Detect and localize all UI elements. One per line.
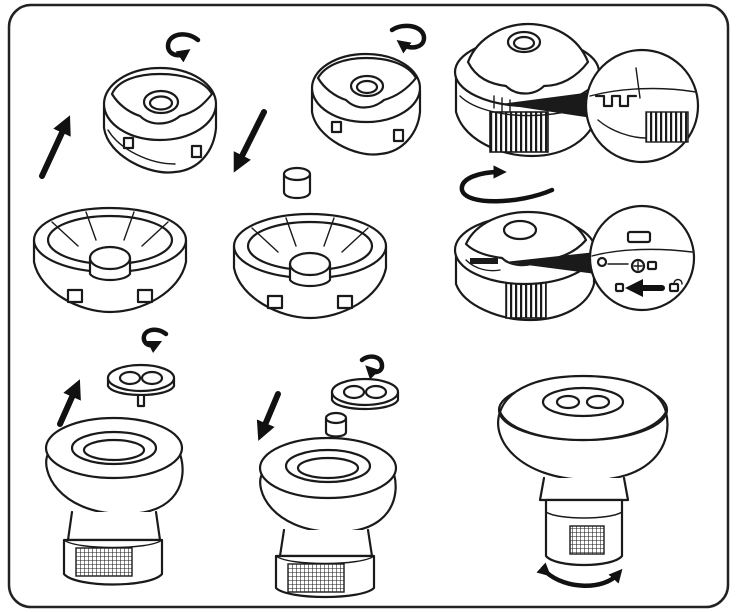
chlorine-tablet	[282, 166, 312, 200]
rotate-cw-icon	[459, 165, 555, 204]
zoom-callout-wedge	[504, 252, 596, 274]
frame-border	[7, 3, 730, 609]
floating-dispenser	[497, 374, 669, 567]
zoom-detail-lock	[584, 48, 700, 164]
arrow-down-icon	[256, 391, 281, 441]
lock-step	[453, 22, 700, 322]
rotate-cw-icon	[359, 354, 385, 380]
assembled-dispenser-top	[453, 22, 601, 158]
padlock-open-icon	[668, 282, 680, 293]
insert-tablet-step	[232, 23, 427, 320]
padlock-closed-icon	[646, 260, 658, 271]
rotate-ccw-icon	[165, 32, 201, 63]
zoom-detail-unlock	[588, 204, 696, 312]
dispenser-base	[32, 206, 188, 314]
padlock-closed-icon	[614, 282, 625, 293]
lid-removed-step	[32, 32, 218, 314]
dispenser-lid	[102, 66, 218, 174]
insert-float-tablet-step	[256, 354, 400, 599]
dial-cap	[106, 363, 176, 408]
arrow-up-icon	[39, 115, 71, 179]
dial-cap	[330, 377, 400, 410]
double-arrow-icon	[536, 562, 623, 588]
remove-cap-step	[44, 327, 184, 586]
floating-dispenser	[44, 416, 184, 586]
rotate-cw-icon	[389, 23, 427, 54]
lock-legend	[596, 256, 683, 297]
dispenser-base	[232, 212, 388, 320]
rotate-ccw-icon	[141, 327, 169, 354]
floating-dispenser	[258, 436, 398, 599]
dispenser-lid	[310, 52, 422, 156]
arrow-up-icon	[57, 379, 81, 427]
adjust-dial-step	[497, 374, 669, 588]
arrow-down-icon	[233, 109, 267, 173]
zoom-callout-wedge	[500, 92, 592, 118]
chlorine-tablet	[324, 411, 348, 438]
